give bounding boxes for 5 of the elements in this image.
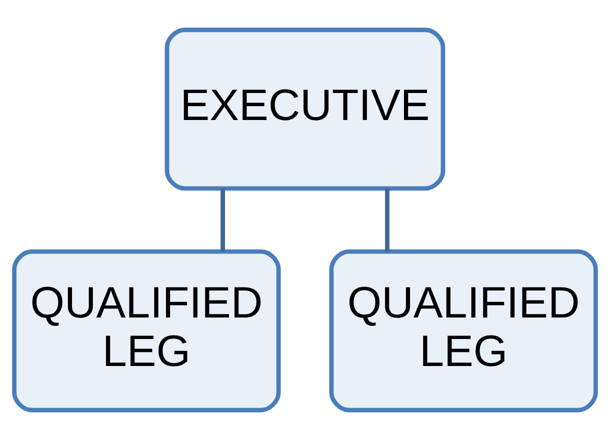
node-box: QUALIFIED LEG [329, 248, 598, 412]
connector [220, 188, 225, 251]
connector [385, 188, 390, 251]
node-box: QUALIFIED LEG [12, 248, 281, 412]
node-box: EXECUTIVE [164, 27, 446, 190]
